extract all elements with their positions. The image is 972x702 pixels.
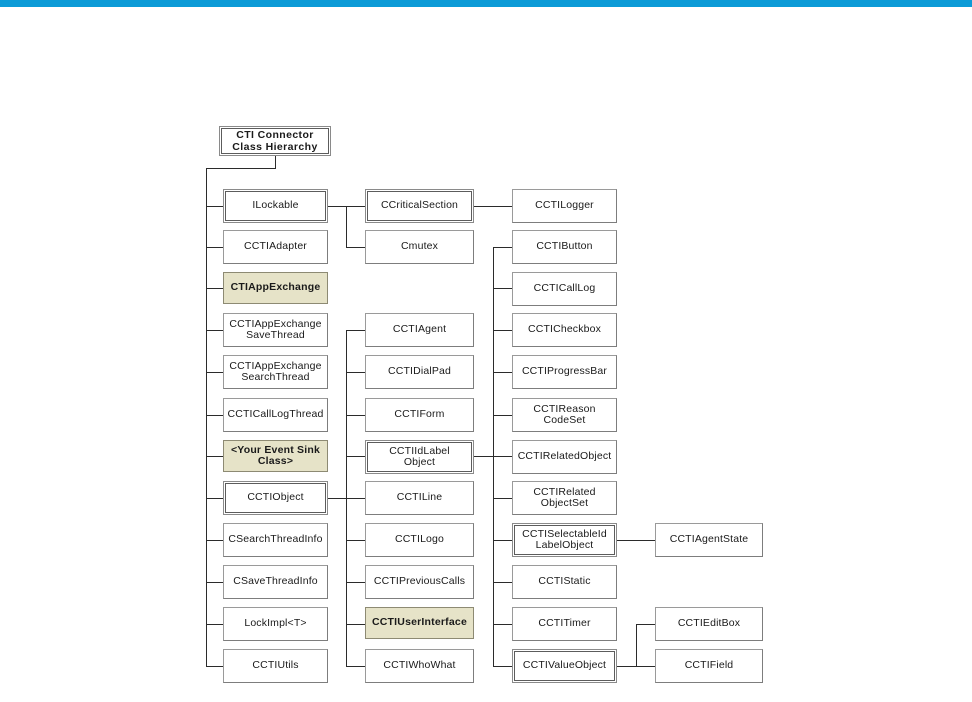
class-node-cctiline: CCTILine [365,481,474,515]
class-node-cctivalueobject: CCTIValueObject [512,649,617,683]
connector-title-stem [275,156,276,168]
class-node-ccticalllog: CCTICallLog [512,272,617,306]
connector-stub-cctiform [346,415,365,416]
connector-ccriticalsection-out [474,206,512,207]
connector-stub-cctiadapter [206,247,223,248]
class-node-csavethreadinfo: CSaveThreadInfo [223,565,328,599]
class-node-cctistatic: CCTIStatic [512,565,617,599]
connector-stub-cctiappexchangesearchthread [206,372,223,373]
class-node-cctiagent: CCTIAgent [365,313,474,347]
connector-trunk-col1 [206,168,207,666]
connector-stub-cctidialpad [346,372,365,373]
connector-stub-csearchthreadinfo [206,540,223,541]
class-node-cctiuserinterface: CCTIUserInterface [365,607,474,639]
connector-stub-cctiobject [206,498,223,499]
class-node-cctirelatedobjectset: CCTIRelated ObjectSet [512,481,617,515]
connector-stub-lockimpl [206,624,223,625]
connector-stub-ilockable [206,206,223,207]
class-node-ccticalllogthread: CCTICallLogThread [223,398,328,432]
class-node-cctifield: CCTIField [655,649,763,683]
connector-stub-cctiidlabelobject [346,456,365,457]
connector-stub-cctireasoncodeset [493,415,512,416]
class-node-cctirelatedobject: CCTIRelatedObject [512,440,617,474]
connector-stub-csavethreadinfo [206,582,223,583]
class-node-cctiselectableidlabelobject: CCTISelectableId LabelObject [512,523,617,557]
class-node-cctireasoncodeset: CCTIReason CodeSet [512,398,617,432]
connector-stub-cctirelatedobjectset [493,498,512,499]
class-node-cctichecbox: CCTICheckbox [512,313,617,347]
connector-stub-cctivalueobject [493,666,512,667]
connector-stub-ccticalllogthread [206,415,223,416]
connector-stub-ctiappexchange [206,288,223,289]
connector-stub-cctichecbox [493,330,512,331]
class-node-cctieditbox: CCTIEditBox [655,607,763,641]
class-node-cmutex: Cmutex [365,230,474,264]
connector-stub-cctirelatedobject [493,456,512,457]
connector-stub-cctifield [636,666,655,667]
connector-trunk-col4 [636,624,637,666]
connector-stub-cctiuserinterface [346,624,365,625]
connector-trunk-col2a [346,206,347,247]
connector-stub-cctistatic [493,582,512,583]
class-node-youreventsinkclass: <Your Event Sink Class> [223,440,328,472]
connector-stub-cctieditbox [636,624,655,625]
class-node-cctibutton: CCTIButton [512,230,617,264]
class-node-cctitimer: CCTITimer [512,607,617,641]
class-node-cctiprogressbar: CCTIProgressBar [512,355,617,389]
class-node-cctiadapter: CCTIAdapter [223,230,328,264]
class-node-cctidialpad: CCTIDialPad [365,355,474,389]
connector-stub-cctiutils [206,666,223,667]
class-node-cctilogger: CCTILogger [512,189,617,223]
connector-stub-cctiappexchangesavethread [206,330,223,331]
class-node-ctiappexchange: CTIAppExchange [223,272,328,304]
class-node-cctiappexchangesavethread: CCTIAppExchange SaveThread [223,313,328,347]
class-node-cctiutils: CCTIUtils [223,649,328,683]
connector-stub-cctiselectableidlabelobject [493,540,512,541]
accent-bar [0,0,972,7]
connector-stub-ccticalllog [493,288,512,289]
connector-stub-cctibutton [493,247,512,248]
class-node-csearchthreadinfo: CSearchThreadInfo [223,523,328,557]
class-node-cctiagentstate: CCTIAgentState [655,523,763,557]
connector-cctiselectable-out [617,540,655,541]
connector-cctivalueobject-out [617,666,636,667]
class-node-cctiidlabelobject: CCTIIdLabel Object [365,440,474,474]
diagram-title: CTI Connector Class Hierarchy [219,126,331,156]
class-node-lockimpl: LockImpl<T> [223,607,328,641]
class-node-cctiappexchangesearchthread: CCTIAppExchange SearchThread [223,355,328,389]
class-node-cctiwhowhat: CCTIWhoWhat [365,649,474,683]
connector-stub-cctilogo [346,540,365,541]
connector-stub-cctiagent [346,330,365,331]
class-node-cctipreviouscalls: CCTIPreviousCalls [365,565,474,599]
connector-title-to-trunk1 [206,168,276,169]
connector-stub-cctipreviouscalls [346,582,365,583]
class-node-cctiobject: CCTIObject [223,481,328,515]
connector-stub-cctitimer [493,624,512,625]
class-node-ccriticalsection: CCriticalSection [365,189,474,223]
class-node-cctiform: CCTIForm [365,398,474,432]
connector-stub-cmutex [346,247,365,248]
connector-stub-youreventsinkclass [206,456,223,457]
connector-stub-cctiprogressbar [493,372,512,373]
class-node-cctilogo: CCTILogo [365,523,474,557]
connector-stub-cctiwhowhat [346,666,365,667]
class-node-ilockable: ILockable [223,189,328,223]
connector-stub-cctiline [346,498,365,499]
